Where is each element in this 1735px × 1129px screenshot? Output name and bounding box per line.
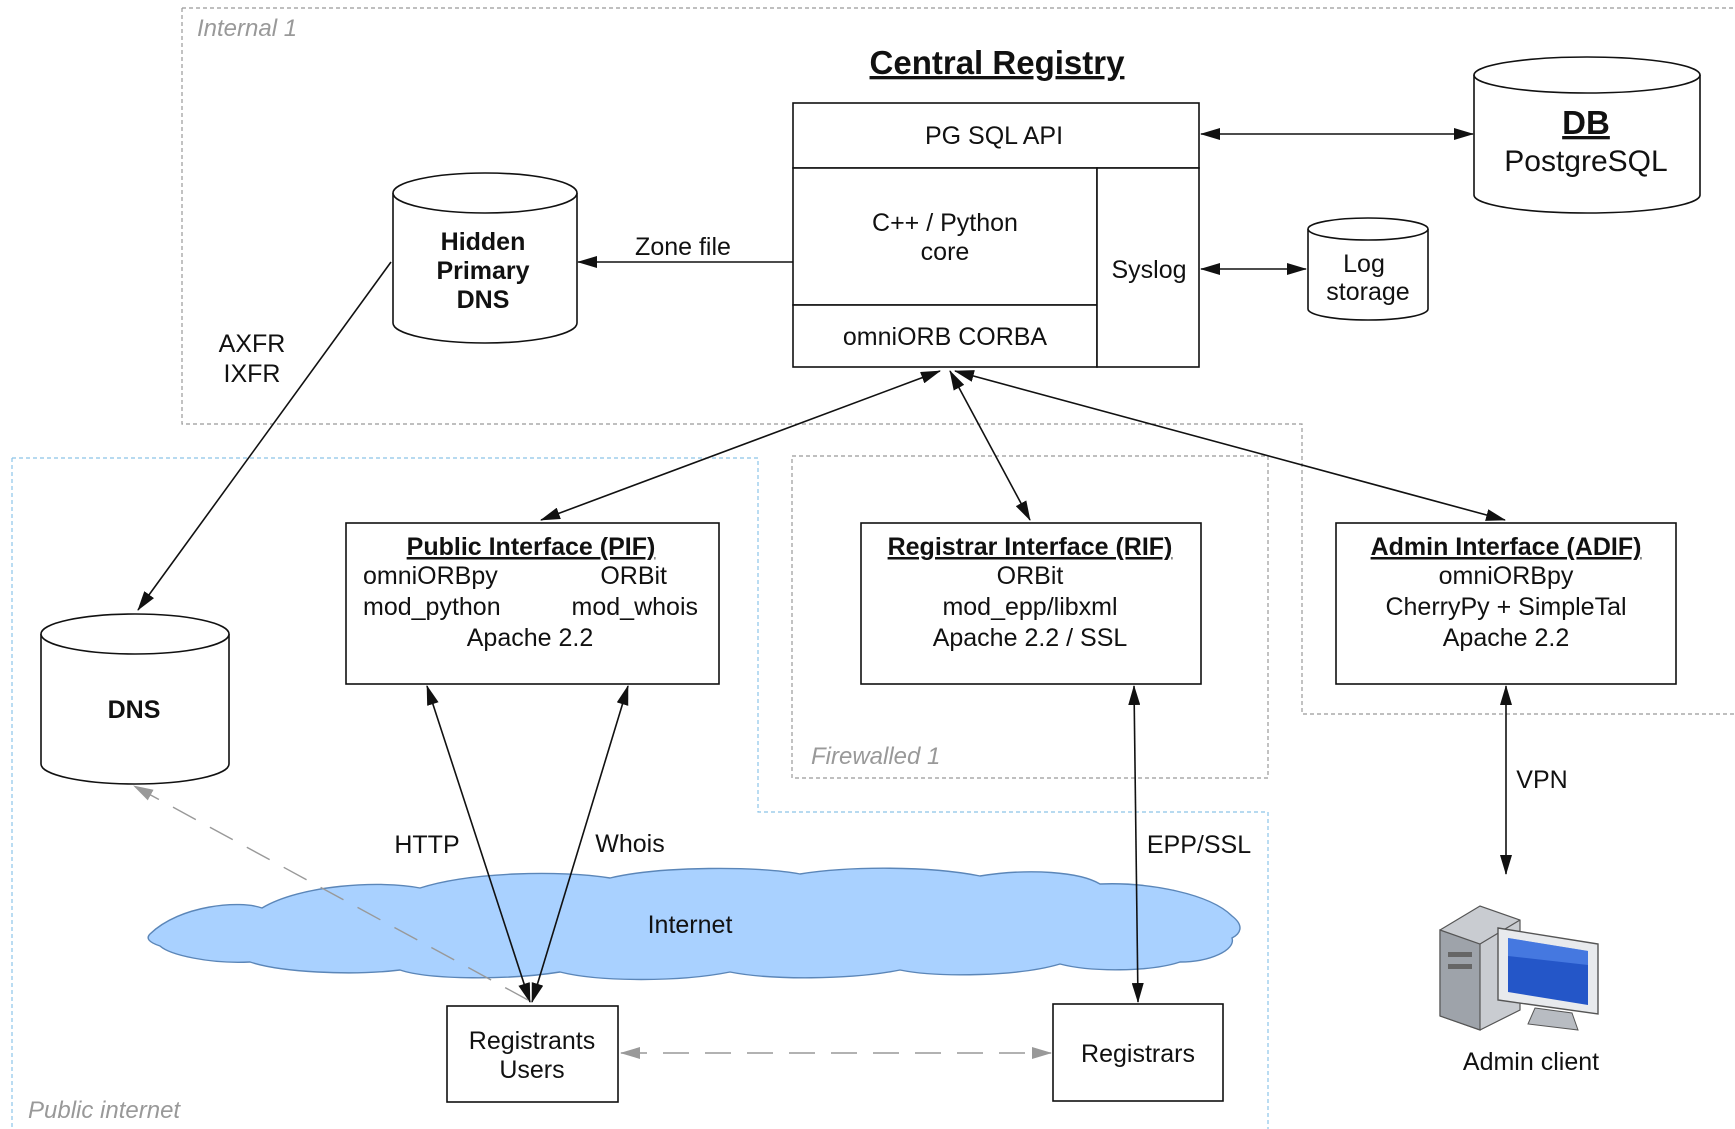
axfr-connector [137, 261, 392, 611]
zone-file-label: Zone file [635, 233, 731, 261]
corba-adif-connector [954, 370, 1506, 521]
core-label-line2: core [921, 238, 970, 266]
internet-label: Internet [648, 911, 733, 939]
dns: DNS [40, 613, 230, 785]
registrars: Registrars [1052, 1003, 1224, 1102]
central-registry: PG SQL API C++ / Python core omniORB COR… [792, 102, 1200, 368]
corba-label: omniORB CORBA [843, 323, 1048, 351]
public-interface-pif: Public Interface (PIF) omniORBpy ORBit m… [345, 522, 720, 685]
epp-ssl-label: EPP/SSL [1147, 831, 1251, 859]
log-storage: Log storage [1307, 217, 1429, 321]
computer-icon [1439, 905, 1599, 1031]
syslog-label: Syslog [1111, 256, 1186, 284]
pif-row1-left: omniORBpy [363, 562, 498, 590]
db-subtitle: PostgreSQL [1504, 145, 1667, 178]
pif-row3: Apache 2.2 [467, 624, 594, 652]
log-storage-line2: storage [1326, 278, 1409, 306]
rif-row1: ORBit [997, 562, 1064, 590]
core-label-line1: C++ / Python [872, 209, 1018, 237]
http-connector [426, 685, 531, 1003]
registrar-interface-rif: Registrar Interface (RIF) ORBit mod_epp/… [860, 522, 1202, 685]
pg-sql-api-label: PG SQL API [925, 122, 1063, 150]
corba-rif-connector [949, 370, 1031, 521]
adif-row2: CherryPy + SimpleTal [1385, 593, 1626, 621]
db-title: DB [1562, 104, 1610, 141]
pif-row2-right: mod_whois [572, 593, 698, 621]
vpn-label: VPN [1516, 766, 1567, 794]
log-storage-line1: Log [1343, 250, 1385, 278]
registrants-users: Registrants Users [446, 1005, 619, 1103]
adif-title: Admin Interface (ADIF) [1371, 533, 1642, 561]
registrants-line2: Users [499, 1056, 564, 1084]
pif-row1-right: ORBit [600, 562, 667, 590]
epp-connector [1128, 685, 1144, 1003]
ixfr-label: IXFR [224, 360, 281, 388]
corba-pif-connector [540, 370, 941, 521]
http-label: HTTP [394, 831, 459, 859]
pif-row2-left: mod_python [363, 593, 501, 621]
rif-row2: mod_epp/libxml [942, 593, 1117, 621]
hidden-dns-line3: DNS [457, 286, 510, 314]
admin-interface-adif: Admin Interface (ADIF) omniORBpy CherryP… [1335, 522, 1677, 685]
admin-client-label: Admin client [1463, 1048, 1599, 1076]
rif-title: Registrar Interface (RIF) [888, 533, 1173, 561]
zone-public-label: Public internet [28, 1097, 181, 1124]
zone-firewalled-label: Firewalled 1 [811, 743, 940, 770]
zone-internal-label: Internal 1 [197, 15, 297, 42]
dns-label: DNS [108, 696, 161, 724]
zone-public-internet: Public internet [11, 457, 1269, 1129]
hidden-dns-line2: Primary [436, 257, 529, 285]
rif-row3: Apache 2.2 / SSL [933, 624, 1128, 652]
registrars-label: Registrars [1081, 1040, 1195, 1068]
registry-title: Central Registry [870, 44, 1126, 81]
whois-label: Whois [595, 830, 664, 858]
dns-query-connector [133, 785, 529, 1001]
pif-title: Public Interface (PIF) [407, 533, 656, 561]
axfr-label: AXFR [219, 330, 286, 358]
hidden-primary-dns: Hidden Primary DNS [392, 172, 578, 344]
hidden-dns-line1: Hidden [441, 228, 526, 256]
adif-row3: Apache 2.2 [1443, 624, 1570, 652]
internet-cloud: Internet [147, 867, 1241, 981]
admin-client: Admin client [1439, 905, 1599, 1076]
whois-connector [531, 685, 629, 1003]
db-postgresql: DB PostgreSQL [1473, 56, 1701, 214]
registrants-line1: Registrants [469, 1027, 595, 1055]
adif-row1: omniORBpy [1439, 562, 1574, 590]
